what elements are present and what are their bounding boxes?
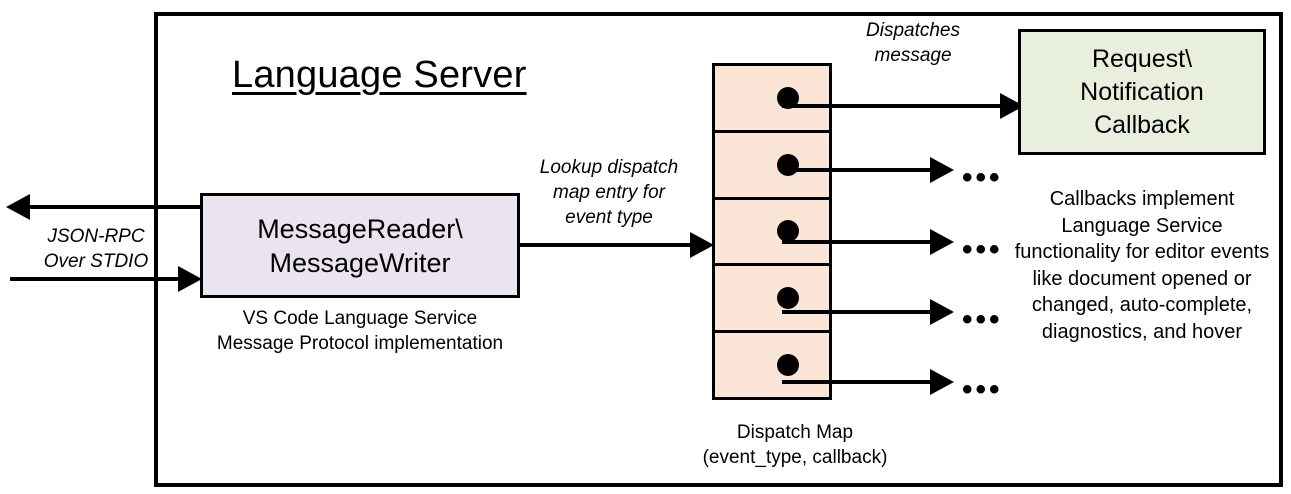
dispatch-row-4-line	[782, 310, 938, 314]
callback-box-line-2: Notification	[1080, 77, 1204, 106]
reader-box-line-2: MessageWriter	[269, 247, 451, 278]
table-row[interactable]	[715, 200, 829, 267]
dispatch-entry-dot-icon	[777, 86, 799, 109]
callback-box-line-1: Request\	[1091, 44, 1193, 73]
dispatch-map-table[interactable]	[712, 63, 832, 400]
dispatches-edge-label: Dispatches message	[866, 20, 960, 66]
dispatch-row-2-arrowhead	[930, 157, 954, 183]
table-row[interactable]	[715, 266, 829, 334]
dispatch-row-2-line	[782, 168, 938, 172]
dispatch-row-5-line	[782, 380, 938, 384]
dispatch-row-4-arrowhead	[930, 299, 954, 325]
dispatch-entry-dot-icon	[777, 220, 799, 243]
jsonrpc-in-arrowhead	[178, 266, 202, 292]
dispatch-row-1-line	[782, 104, 1008, 108]
lookup-edge-label: Lookup dispatch map entry for event type	[539, 157, 679, 228]
dispatch-entry-dot-icon	[777, 287, 799, 310]
dispatch-row-3-line	[782, 240, 938, 244]
table-row[interactable]	[715, 333, 829, 397]
jsonrpc-in-line	[10, 277, 182, 281]
callback-box-line-3: Callback	[1094, 110, 1190, 139]
dispatch-row-2-ellipsis: •••	[962, 161, 1003, 194]
table-row[interactable]	[715, 66, 829, 133]
reader-caption-line-1: VS Code Language Service	[242, 308, 478, 329]
dispatch-map-caption-line-1: Dispatch Map	[736, 422, 854, 443]
dispatch-entry-dot-icon	[777, 354, 799, 377]
dispatch-map-caption-line-2: (event_type, callback)	[702, 447, 888, 468]
message-reader-writer-box[interactable]: MessageReader\ MessageWriter	[200, 193, 520, 298]
dispatch-row-5-arrowhead	[930, 369, 954, 395]
reader-caption-line-2: Message Protocol implementation	[216, 333, 504, 354]
jsonrpc-out-line	[30, 205, 210, 209]
callback-description: Callbacks implement Language Service fun…	[1014, 188, 1270, 343]
dispatch-row-3-arrowhead	[930, 229, 954, 255]
dispatch-row-3-ellipsis: •••	[962, 233, 1003, 266]
jsonrpc-out-arrowhead	[6, 194, 30, 220]
dispatch-entry-dot-icon	[777, 153, 799, 176]
lookup-arrowhead	[690, 232, 714, 258]
dispatch-map-caption: Dispatch Map (event_type, callback)	[645, 420, 945, 470]
dispatch-row-5-ellipsis: •••	[962, 373, 1003, 406]
dispatch-row-4-ellipsis: •••	[962, 303, 1003, 336]
page-title: Language Server	[232, 54, 527, 96]
request-notification-callback-box[interactable]: Request\ Notification Callback	[1018, 29, 1266, 155]
reader-box-line-1: MessageReader\	[257, 213, 463, 244]
message-reader-caption: VS Code Language Service Message Protoco…	[200, 306, 520, 356]
lookup-line	[520, 243, 694, 247]
table-row[interactable]	[715, 133, 829, 200]
language-server-frame	[154, 12, 1283, 487]
jsonrpc-edge-label: JSON-RPC Over STDIO	[43, 226, 149, 272]
